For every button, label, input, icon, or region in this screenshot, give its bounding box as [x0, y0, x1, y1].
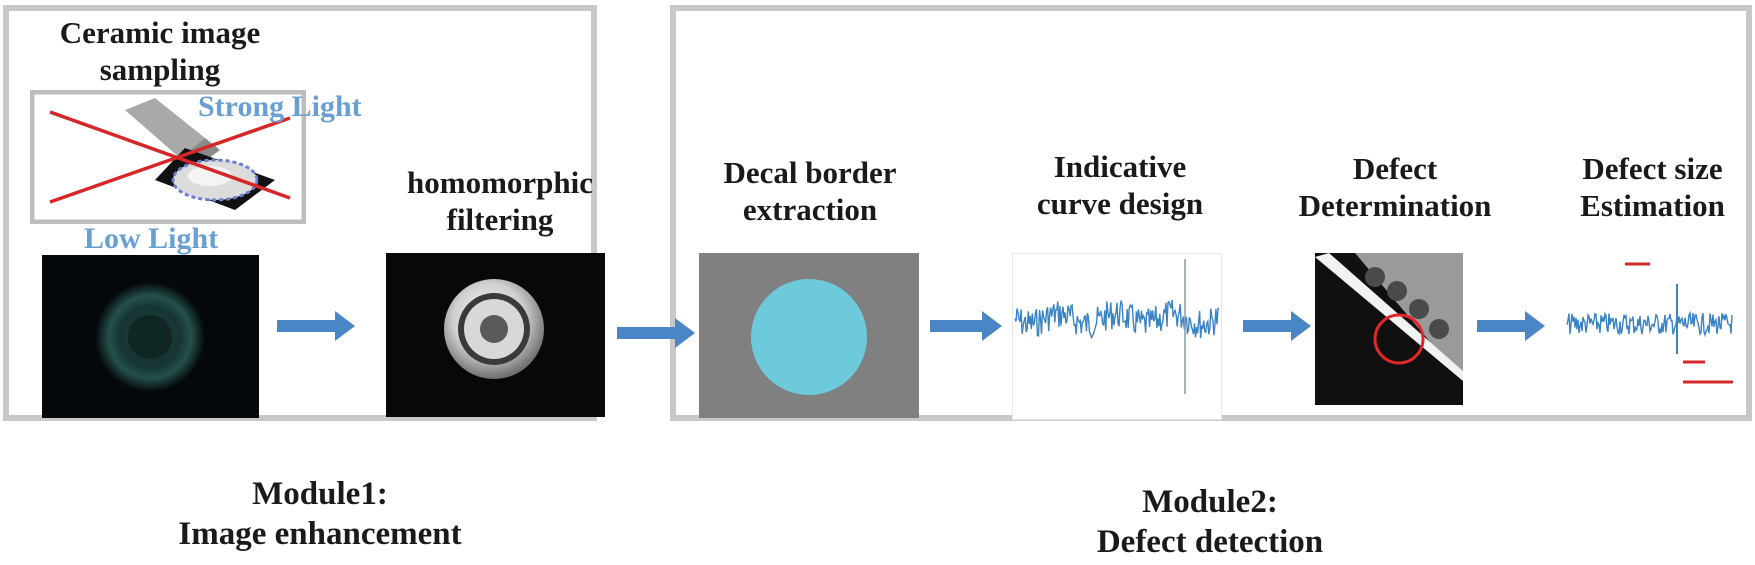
low-light-image: [42, 255, 259, 418]
module1-label: Module1: Image enhancement: [178, 476, 462, 552]
step-title-curve: Indicative curve design: [1036, 149, 1204, 221]
strong-light-label: Strong Light: [198, 90, 362, 123]
step-title-size: Defect size Estimation: [1580, 151, 1725, 223]
step-title-homomorphic: homomorphic filtering: [407, 165, 593, 237]
cross-mark-icon: [30, 90, 306, 224]
module2-label: Module2: Defect detection: [1096, 484, 1324, 560]
step-title-determination: Defect Determination: [1298, 151, 1492, 223]
step-title-sampling: Ceramic image sampling: [59, 15, 261, 87]
arrow-icon: [277, 311, 355, 341]
module1-frame: [3, 5, 597, 421]
curve-line: [1014, 299, 1220, 340]
defect-determination-image: [1315, 253, 1463, 405]
cross-line-a: [49, 110, 291, 200]
decal-border-image: [699, 253, 919, 418]
arrow-icon: [617, 318, 695, 348]
cross-line-b: [49, 116, 291, 204]
size-curve-line: [1566, 310, 1733, 338]
indicative-curve-image: [1012, 253, 1222, 420]
arrow-icon: [1243, 311, 1311, 341]
defect-circle-marker: [1373, 313, 1425, 365]
arrow-icon: [1477, 311, 1545, 341]
strong-light-sample-image: [30, 90, 306, 224]
decal-disc: [751, 279, 867, 395]
arrow-icon: [930, 311, 1002, 341]
defect-size-plot: [1566, 262, 1733, 384]
defect-size-image: [1565, 262, 1735, 412]
low-light-label: Low Light: [84, 222, 219, 255]
homomorphic-image: [386, 253, 605, 417]
step-title-decal: Decal border extraction: [723, 155, 897, 227]
indicative-curve-plot: [1014, 259, 1220, 394]
